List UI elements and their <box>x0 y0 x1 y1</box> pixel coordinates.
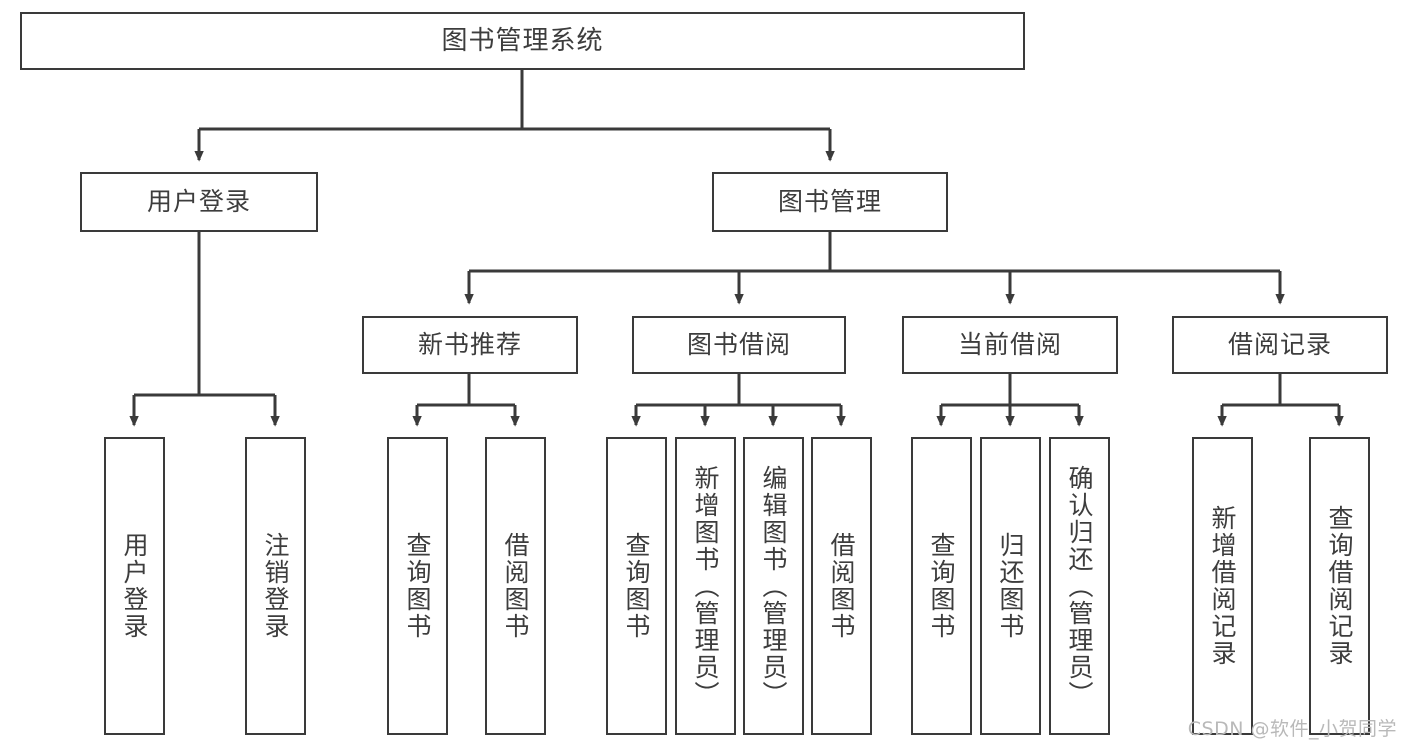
node-root-system[interactable]: 图书管理系统 <box>20 12 1025 70</box>
node-label: 新增图书（管理员） <box>691 464 720 708</box>
csdn-watermark: CSDN @软件_小贺同学 <box>1187 718 1397 740</box>
node-label: 注销登录 <box>261 532 290 640</box>
node-borrow-record[interactable]: 借阅记录 <box>1172 316 1388 374</box>
node-leaf-user-login[interactable]: 用户登录 <box>104 437 165 735</box>
node-leaf-return-book[interactable]: 归还图书 <box>980 437 1041 735</box>
node-leaf-borrow-book-1[interactable]: 借阅图书 <box>485 437 546 735</box>
node-label: 查询图书 <box>403 532 432 640</box>
node-leaf-logout-login[interactable]: 注销登录 <box>245 437 306 735</box>
node-leaf-borrow-book-2[interactable]: 借阅图书 <box>811 437 872 735</box>
node-leaf-query-book-2[interactable]: 查询图书 <box>606 437 667 735</box>
node-label: 编辑图书（管理员） <box>759 464 788 708</box>
node-label: 借阅图书 <box>827 532 856 640</box>
node-book-borrow[interactable]: 图书借阅 <box>632 316 846 374</box>
node-label: 图书管理系统 <box>441 25 604 56</box>
node-label: 确认归还（管理员） <box>1065 464 1094 708</box>
node-leaf-confirm-return-admin[interactable]: 确认归还（管理员） <box>1049 437 1110 735</box>
node-leaf-query-book-3[interactable]: 查询图书 <box>911 437 972 735</box>
node-label: 查询图书 <box>622 532 651 640</box>
node-label: 借阅记录 <box>1227 330 1332 360</box>
node-label: 查询图书 <box>927 532 956 640</box>
node-label: 借阅图书 <box>501 532 530 640</box>
node-book-manage[interactable]: 图书管理 <box>712 172 948 232</box>
node-user-login[interactable]: 用户登录 <box>80 172 318 232</box>
node-label: 新书推荐 <box>417 330 522 360</box>
node-current-borrow[interactable]: 当前借阅 <box>902 316 1118 374</box>
node-label: 新增借阅记录 <box>1208 505 1237 667</box>
node-leaf-query-borrow-record[interactable]: 查询借阅记录 <box>1309 437 1370 735</box>
node-leaf-add-book-admin[interactable]: 新增图书（管理员） <box>675 437 736 735</box>
node-label: 用户登录 <box>120 532 149 640</box>
node-label: 查询借阅记录 <box>1325 505 1354 667</box>
node-leaf-add-borrow-record[interactable]: 新增借阅记录 <box>1192 437 1253 735</box>
node-label: 图书管理 <box>777 187 882 217</box>
node-label: 图书借阅 <box>686 330 791 360</box>
node-new-book-recommend[interactable]: 新书推荐 <box>362 316 578 374</box>
node-label: 当前借阅 <box>957 330 1062 360</box>
node-label: 用户登录 <box>146 187 251 217</box>
node-leaf-edit-book-admin[interactable]: 编辑图书（管理员） <box>743 437 804 735</box>
node-leaf-query-book-1[interactable]: 查询图书 <box>387 437 448 735</box>
node-label: 归还图书 <box>996 532 1025 640</box>
